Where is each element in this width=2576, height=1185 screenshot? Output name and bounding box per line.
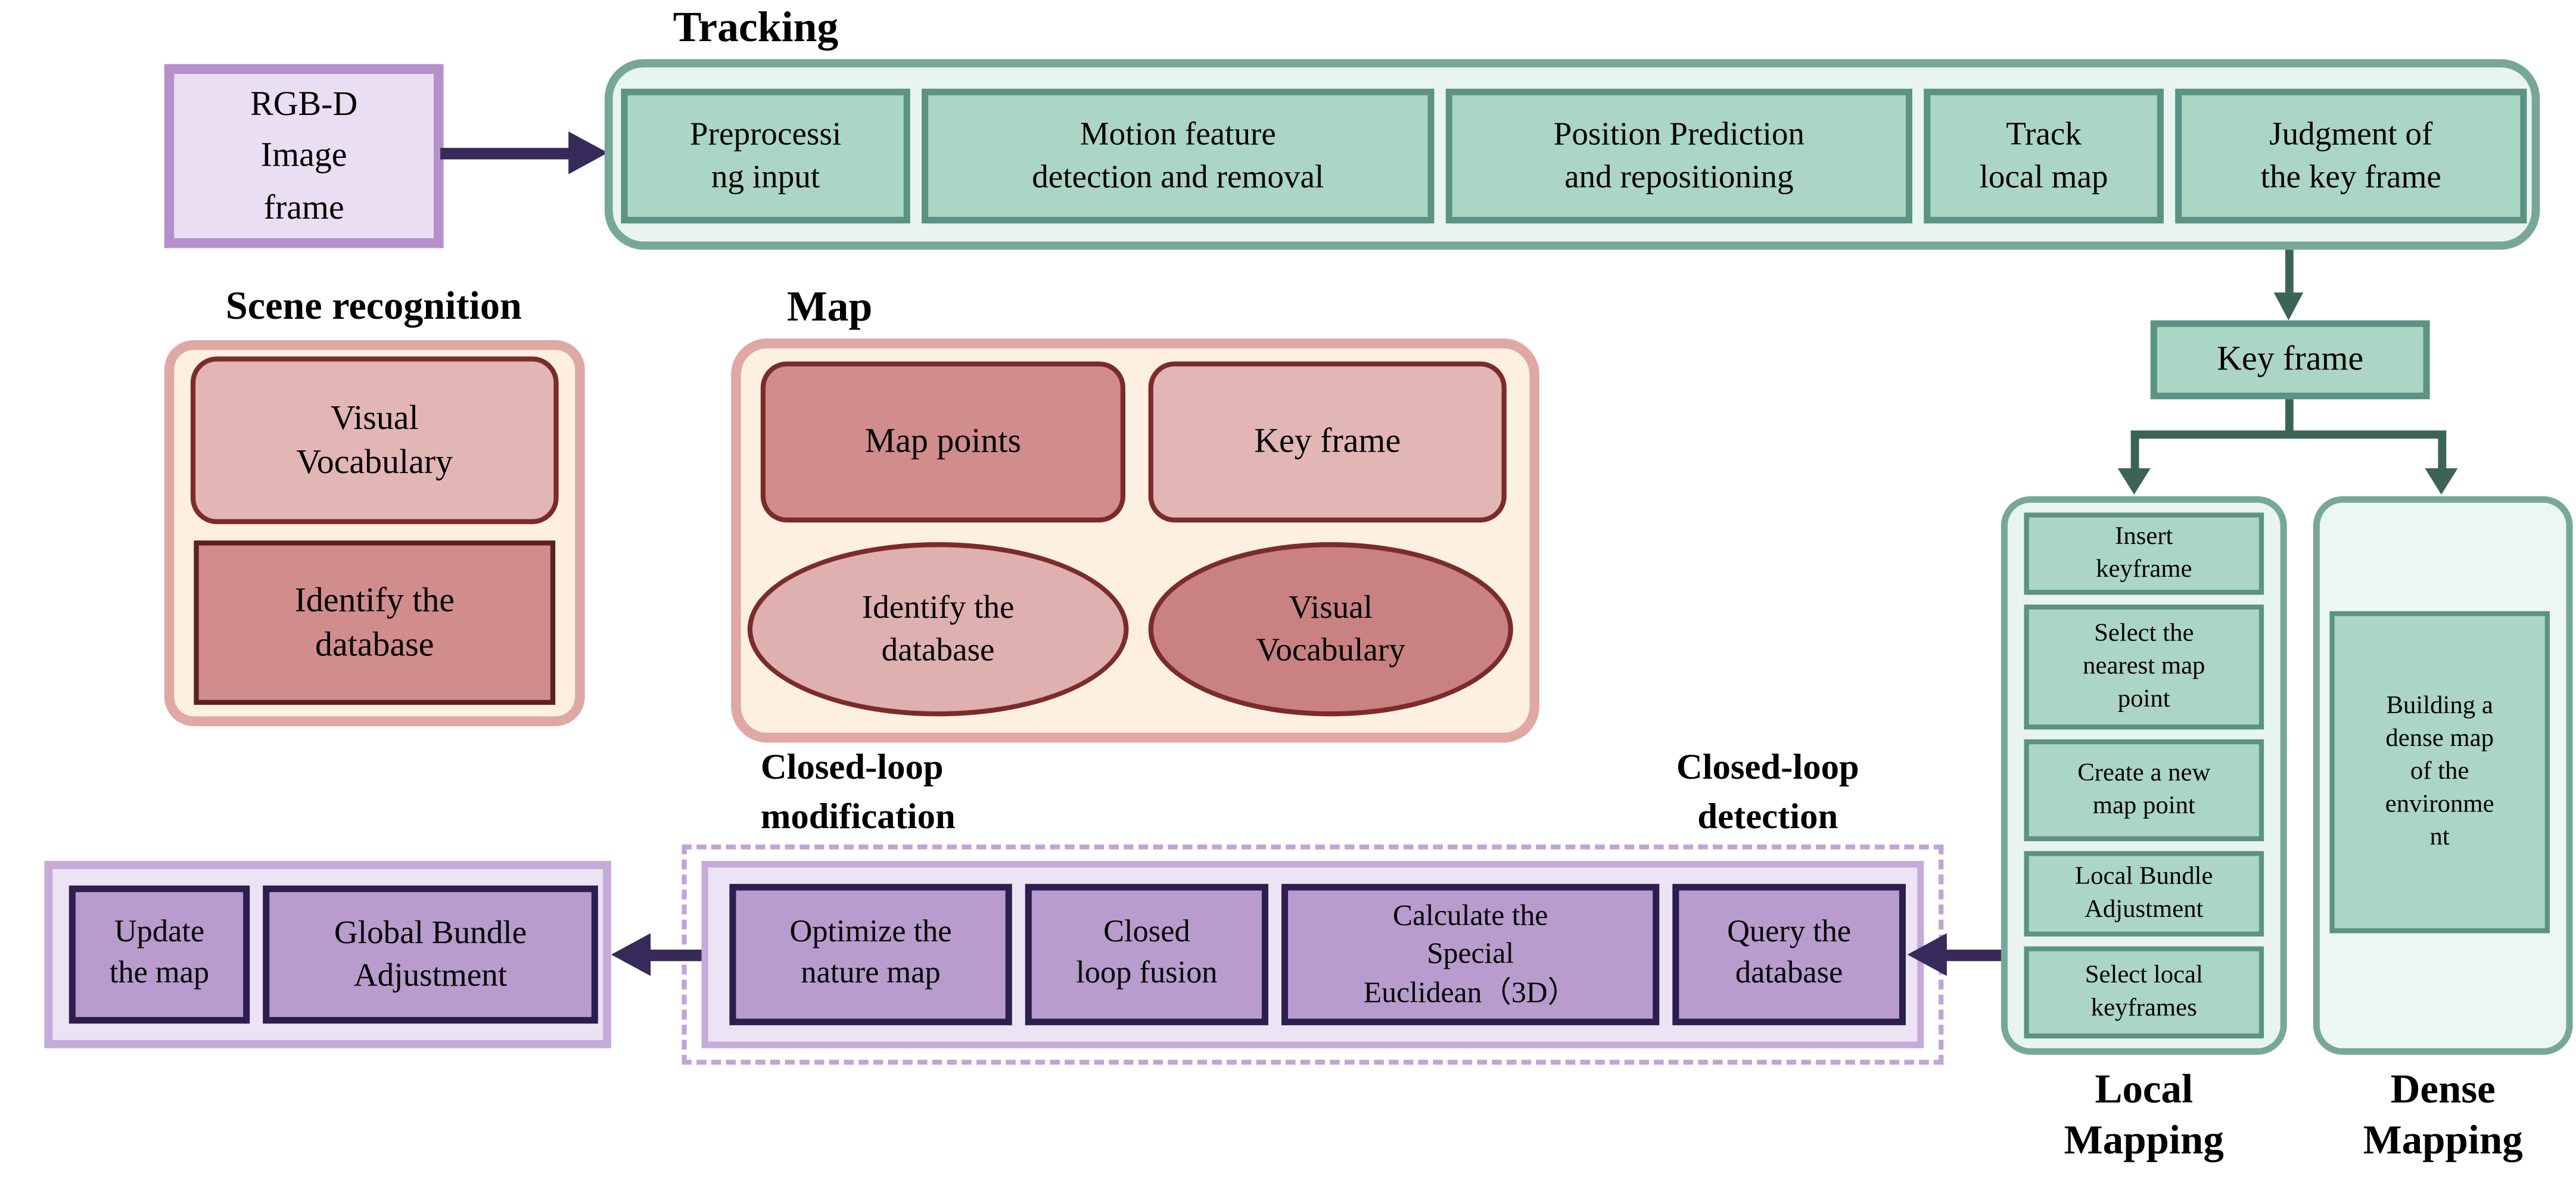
scene-recognition-title: Scene recognition	[225, 285, 522, 329]
arrow-tracking-to-keyframe-line	[2285, 250, 2294, 296]
local-mapping-box-select-local-keyframes: Select local keyframes	[2024, 946, 2264, 1038]
scene-visual-vocabulary-box: Visual Vocabulary	[190, 356, 559, 524]
scene-identify-database-box: Identify the database	[194, 540, 556, 705]
closed-loop-box-optimize-nature-map: Optimize the nature map	[729, 884, 1012, 1025]
global-ba-box-global-bundle-adjustment: Global Bundle Adjustment	[263, 885, 598, 1024]
arrow-to-dense-mapping-head	[2425, 468, 2458, 495]
dense-mapping-label: Dense Mapping	[2363, 1068, 2523, 1164]
map-identify-database-ellipse: Identify the database	[747, 542, 1129, 717]
arrow-rgbd-to-tracking-line	[440, 148, 572, 160]
arrow-localmapping-to-query-head	[1907, 933, 1947, 976]
arrow-closedloop-to-globalba-line	[649, 949, 702, 962]
branch-right-line	[2438, 430, 2447, 472]
arrow-localmapping-to-query-line	[1945, 949, 2001, 962]
closed-loop-detection-label: Closed-loop detection	[1676, 745, 1859, 836]
map-points-box: Map points	[760, 361, 1126, 522]
map-title: Map	[786, 282, 873, 331]
local-mapping-box-insert-keyframe: Insert keyframe	[2024, 512, 2264, 595]
local-mapping-box-select-nearest: Select the nearest map point	[2024, 604, 2264, 730]
key-frame-box: Key frame	[2150, 320, 2430, 400]
local-mapping-box-local-ba: Local Bundle Adjustment	[2024, 851, 2264, 937]
closed-loop-box-query-database: Query the database	[1672, 884, 1906, 1025]
arrow-tracking-to-keyframe-head	[2273, 292, 2304, 321]
tracking-box-position-prediction: Position Prediction and repositioning	[1445, 88, 1912, 224]
tracking-box-preprocessing: Preprocessi ng input	[621, 88, 910, 224]
arrow-to-local-mapping-head	[2117, 468, 2151, 495]
tracking-box-judgment-key-frame: Judgment of the key frame	[2175, 88, 2527, 224]
arrow-closedloop-to-globalba-head	[611, 933, 651, 976]
closed-loop-box-calculate-special-euclidean: Calculate the Special Euclidean（3D）	[1281, 884, 1660, 1025]
global-ba-box-update-map: Update the map	[69, 885, 250, 1024]
branch-left-line	[2130, 430, 2139, 472]
tracking-title: Tracking	[673, 3, 839, 51]
arrow-rgbd-to-tracking-head	[568, 131, 608, 175]
branch-stem-line	[2285, 399, 2294, 436]
closed-loop-box-closed-loop-fusion: Closed loop fusion	[1025, 884, 1268, 1025]
closed-loop-modification-label: Closed-loop modification	[760, 745, 956, 836]
tracking-box-motion-feature: Motion feature detection and removal	[922, 88, 1435, 224]
map-visual-vocabulary-ellipse: Visual Vocabulary	[1148, 542, 1513, 717]
branch-horizontal-line	[2130, 430, 2447, 439]
local-mapping-label: Local Mapping	[2064, 1068, 2224, 1164]
rgbd-image-frame-box: RGB-D Image frame	[164, 64, 444, 248]
tracking-box-track-local-map: Track local map	[1924, 88, 2164, 224]
map-key-frame-box: Key frame	[1148, 361, 1507, 522]
local-mapping-box-create-map-point: Create a new map point	[2024, 739, 2264, 841]
dense-mapping-box-building-dense-map: Building a dense map of the environme nt	[2329, 611, 2550, 934]
